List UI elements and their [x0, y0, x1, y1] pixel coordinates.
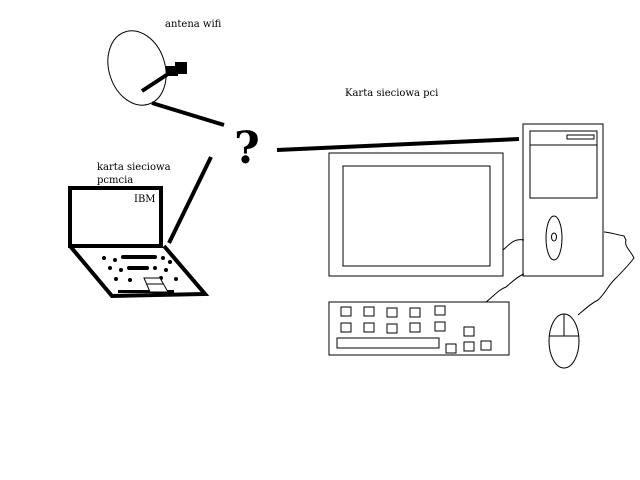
- mouse-cable: [577, 231, 635, 316]
- mouse-icon: [548, 313, 580, 369]
- cables: [485, 231, 635, 316]
- pcmcia-label-line2: pcmcia: [97, 175, 133, 186]
- pc-tower-icon: [522, 123, 604, 277]
- satellite-dish-icon: [107, 30, 187, 106]
- monitor-icon: [328, 152, 504, 277]
- pcmcia-label-line1: karta sieciowa: [97, 162, 171, 173]
- pc-link: [276, 137, 520, 152]
- laptop-icon: [68, 186, 210, 299]
- monitor-cable: [502, 239, 525, 251]
- antenna-link: [151, 101, 225, 127]
- keyboard-keys: [336, 305, 492, 354]
- laptop-keys: [102, 255, 178, 293]
- pci-card-label: Karta sieciowa pci: [345, 88, 438, 99]
- connection-lines: [151, 101, 520, 244]
- laptop-link: [167, 156, 213, 244]
- keyboard-icon: [328, 301, 510, 356]
- laptop-brand-label: IBM: [134, 194, 156, 205]
- antenna-label: antena wifi: [165, 19, 222, 30]
- keyboard-cable: [485, 273, 525, 303]
- question-mark: ?: [234, 123, 260, 174]
